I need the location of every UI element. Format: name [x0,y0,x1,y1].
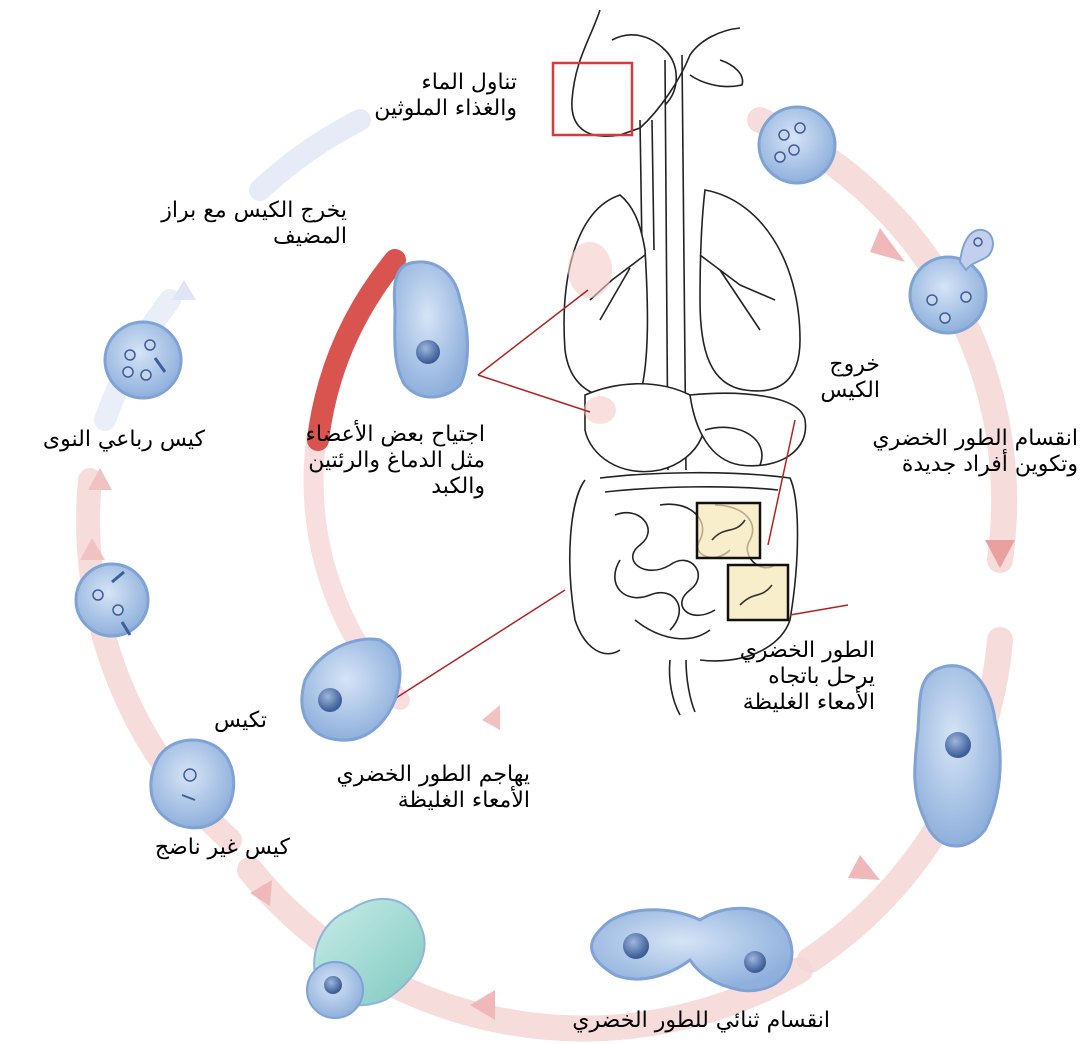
liver-highlight [584,396,616,424]
label-cyst-exit-host: يخرج الكيس مع براز المضيف [161,198,347,250]
trophozoite-right [915,666,1000,846]
label-ingestion-line-1: تناول الماء [374,70,517,96]
cycle-arrowhead [482,705,500,730]
label-cyst-exit-line-2: الكيس [820,378,880,404]
label-organ-invasion: اجتياح بعض الأعضاء مثل الدماغ والرئتين و… [306,422,485,500]
label-ingestion: تناول الماء والغذاء الملوثين [374,70,517,122]
quadrinucleate-cyst-ingested [759,107,835,183]
trophozoite-attacking-colon [302,639,400,740]
label-immature-cyst: كيس غير ناضج [155,835,290,861]
label-encystation-real: تكيس [214,708,267,734]
label-cyst-exit-line-1: خروج [820,352,880,378]
immature-cyst [151,740,234,828]
organ-invasion-arrow [318,260,395,440]
label-trophozoite-division-line-2: وتكوين أفراد جديدة [872,452,1078,478]
binary-fission-trophozoites [592,908,792,990]
label-quadrinucleate-cyst: كيس رباعي النوى [43,427,205,453]
label-trophozoite-attack: يهاجم الطور الخضري الأمعاء الغليظة [337,762,531,814]
label-trophozoite-travel: الطور الخضري يرحل باتجاه الأمعاء الغليظة [740,638,875,716]
cycle-ring [80,120,1015,1029]
binucleate-cyst [76,564,148,636]
label-trophozoite-attack-line-2: الأمعاء الغليظة [337,788,531,814]
label-organ-invasion-line-1: اجتياح بعض الأعضاء [306,422,485,448]
lung-highlight [568,242,612,298]
cycle-arrowhead [172,280,196,300]
quadrinucleate-cyst-left [105,322,181,398]
label-organ-invasion-line-3: والكبد [306,474,485,500]
label-cyst-exit-host-line-2: المضيف [161,224,347,250]
invasive-trophozoite [394,262,467,397]
label-organ-invasion-line-2: مثل الدماغ والرئتين [306,448,485,474]
label-cyst-exit: خروج الكيس [820,352,880,404]
mouth-highlight-box [553,63,632,135]
label-ingestion-line-2: والغذاء الملوثين [374,96,517,122]
label-binary-fission: انقسام ثنائي للطور الخضري [572,1008,830,1034]
cycle-arrowhead [848,855,880,880]
intestine-highlight-box-lower [728,565,788,620]
label-trophozoite-travel-line-2: يرحل باتجاه [740,664,875,690]
label-trophozoite-attack-line-1: يهاجم الطور الخضري [337,762,531,788]
label-trophozoite-division-line-1: انقسام الطور الخضري [872,426,1078,452]
label-trophozoite-travel-line-1: الطور الخضري [740,638,875,664]
label-trophozoite-division: انقسام الطور الخضري وتكوين أفراد جديدة [872,426,1078,478]
label-cyst-exit-host-line-1: يخرج الكيس مع براز [161,198,347,224]
label-trophozoite-travel-line-3: الأمعاء الغليظة [740,690,875,716]
